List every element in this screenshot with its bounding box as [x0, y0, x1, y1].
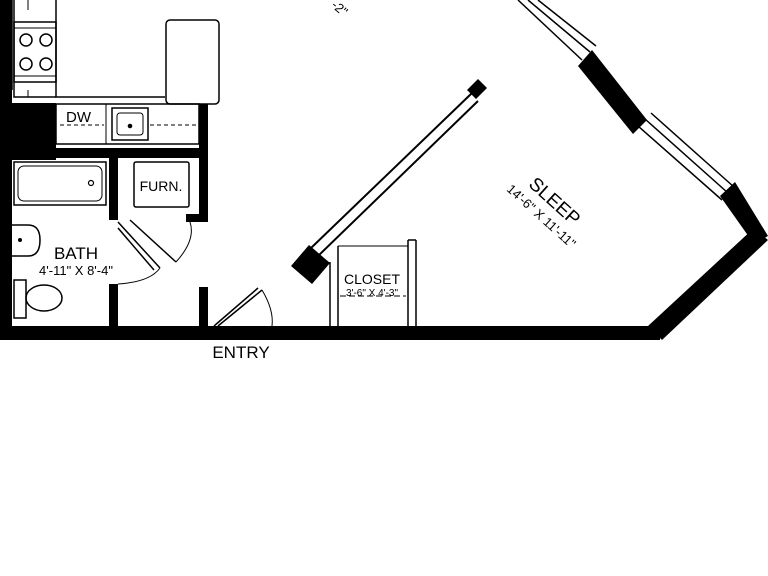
wall-left	[0, 0, 12, 340]
labels: -2" DW FURN. BATH 4'-11" X 8'-4" CLOSET …	[39, 0, 584, 362]
wall-entry-stub	[199, 287, 208, 327]
closet-room-dims: 3'-6" X 4'-3"	[346, 288, 399, 299]
wall-furn-right	[199, 104, 208, 222]
cooktop	[13, 21, 57, 83]
wall-sleep-upper	[578, 50, 647, 134]
entry-label: ENTRY	[212, 343, 269, 362]
wall-bottom	[0, 326, 660, 340]
dishwasher-label: DW	[66, 109, 92, 126]
tub	[13, 161, 107, 206]
furnace-label: FURN.	[140, 178, 183, 194]
wall-bath-right-upper	[109, 158, 118, 220]
closet	[329, 239, 417, 326]
toilet-bowl	[25, 284, 63, 312]
furnace-closet	[133, 161, 190, 208]
pantry-unit	[165, 19, 220, 105]
diag-partition	[310, 92, 479, 257]
bath-sink-icon	[12, 224, 41, 257]
bath-room-name: BATH	[54, 244, 98, 263]
closet-room-name: CLOSET	[344, 271, 400, 287]
kitchen	[11, 0, 220, 145]
doors	[117, 219, 273, 327]
wall-sleep-corner	[720, 182, 768, 244]
cut-dimension-text: -2"	[329, 0, 351, 19]
bath-room-dims: 4'-11" X 8'-4"	[39, 263, 113, 278]
toilet-tank	[13, 279, 27, 319]
wall-furn-bottom	[186, 214, 208, 222]
windows	[517, 0, 735, 201]
wall-bath-right-lower	[109, 284, 118, 326]
lower-counter	[55, 103, 200, 145]
burner-icon	[19, 33, 53, 71]
bath	[12, 161, 107, 319]
sink-icon	[111, 107, 149, 141]
wall-bath-top	[12, 148, 208, 158]
wall-sleep-lower	[648, 228, 768, 340]
furnace	[133, 161, 190, 208]
